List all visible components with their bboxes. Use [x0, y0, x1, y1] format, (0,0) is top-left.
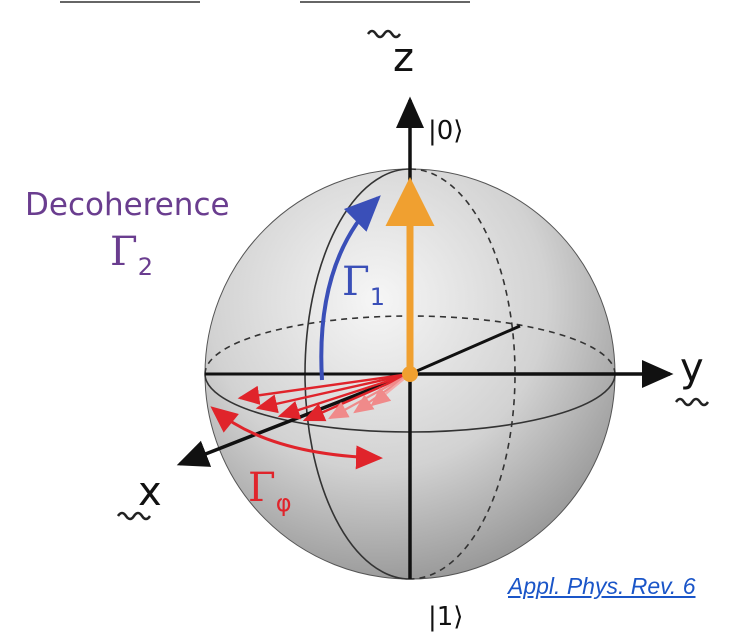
dephasing-arrow [210, 406, 383, 470]
x-axis-label: x [138, 469, 162, 515]
meridian-back [409, 168, 516, 580]
squiggle-mark-x [116, 511, 152, 521]
relaxation-arrow [319, 195, 381, 381]
dephasing-subscript: φ [275, 489, 292, 517]
x-axis-back [409, 324, 521, 376]
relaxation-rate-label: Γ1 [342, 262, 385, 309]
squiggle-mark-y [674, 397, 710, 407]
relaxation-symbol: Γ [342, 259, 370, 305]
origin-dot [402, 366, 418, 382]
ket-zero-label: |0⟩ [428, 116, 464, 146]
citation-link[interactable]: Appl. Phys. Rev. 6 [508, 573, 696, 599]
decoherence-label: Decoherence [25, 187, 230, 223]
squiggle-mark-top [366, 29, 402, 39]
dephasing-symbol: Γ [248, 465, 276, 511]
dephasing-rate-label: Γφ [248, 468, 292, 515]
z-axis-label: z [393, 35, 414, 81]
decoherence-symbol: Γ [110, 229, 138, 275]
decoherence-rate-label: Γ2 [110, 232, 153, 279]
ket-one-label: |1⟩ [428, 602, 464, 632]
y-axis-label: y [680, 345, 704, 391]
decoherence-subscript: 2 [137, 253, 154, 281]
relaxation-subscript: 1 [369, 283, 386, 311]
